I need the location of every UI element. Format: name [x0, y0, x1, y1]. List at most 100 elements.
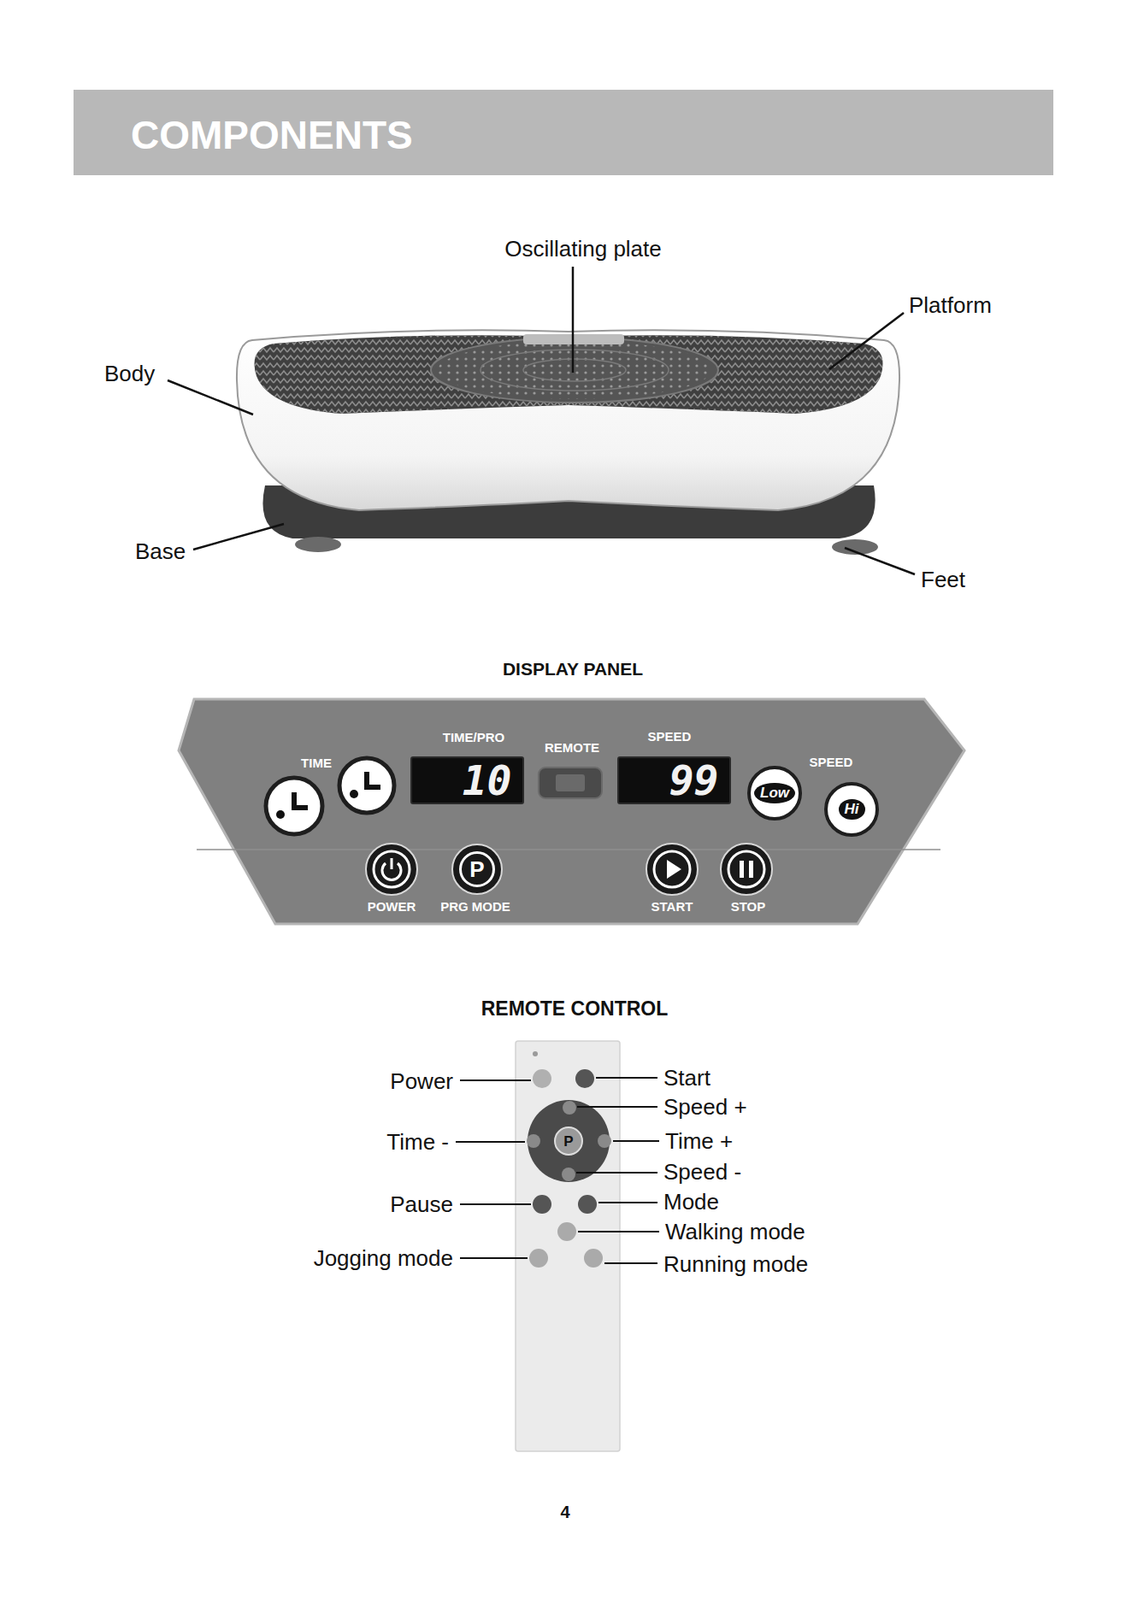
leader-line [595, 1077, 658, 1079]
panel-label: START [651, 900, 694, 915]
panel-button [365, 843, 418, 896]
panel-label: SPEED [809, 755, 854, 771]
button-name: Pause [389, 1192, 454, 1218]
led-display: 10 [410, 756, 525, 805]
panel-button [739, 860, 744, 879]
remote-control [532, 1051, 538, 1057]
leader-line [459, 1079, 531, 1082]
display-panel [196, 849, 941, 851]
vibration-plate [430, 337, 719, 403]
leader-line [571, 266, 575, 373]
button-name: Time - [386, 1130, 449, 1156]
vibration-plate [254, 335, 884, 414]
leader-line [577, 1106, 658, 1109]
panel-label: PRG MODE [440, 900, 511, 915]
page-number: 4 [560, 1503, 570, 1522]
display-panel [178, 699, 965, 925]
leader-line [459, 1257, 528, 1260]
remote-control [529, 1249, 549, 1268]
leader-line [459, 1203, 531, 1206]
vibration-plate [236, 330, 900, 555]
panel-button [728, 851, 765, 888]
part-name: Feet [920, 567, 966, 593]
button-name: Jogging mode [313, 1246, 454, 1272]
button-name: Mode [663, 1190, 720, 1215]
node-text: P [563, 1134, 573, 1150]
part-name: Base [135, 539, 186, 565]
vibration-plate [523, 359, 626, 382]
remote-control [515, 1041, 620, 1452]
mode-button: P [451, 843, 503, 896]
button-name: Speed + [663, 1095, 748, 1121]
leader-line [598, 1202, 658, 1204]
part-name: Platform [908, 293, 992, 319]
panel-button [666, 860, 682, 879]
button-name: Time + [665, 1129, 733, 1155]
remote-control [577, 1195, 597, 1215]
speed-button: Hi [824, 782, 879, 838]
leader-line [844, 548, 915, 575]
panel-button [390, 858, 394, 870]
time-button [349, 790, 359, 799]
panel-button [748, 860, 754, 879]
leader-line [829, 312, 904, 370]
remote-control [597, 1134, 612, 1149]
remote-control [527, 1100, 610, 1183]
part-name: Oscillating plate [504, 236, 662, 262]
node-text: 99 [669, 760, 720, 802]
remote-control [583, 1249, 603, 1268]
panel-button [654, 851, 690, 888]
remote-control [557, 1222, 577, 1242]
section-heading: DISPLAY PANEL [502, 659, 643, 679]
node-text: Low [754, 783, 796, 805]
panel-button [373, 851, 410, 888]
node-text: 10 [462, 760, 513, 802]
header-band [73, 89, 1054, 176]
button-name: Power [389, 1069, 454, 1095]
display-panel [178, 699, 965, 925]
node-text: P [459, 851, 496, 888]
time-button [276, 810, 285, 820]
vibration-plate [437, 341, 712, 400]
remote-control [575, 1069, 595, 1089]
vibration-plate [254, 335, 884, 414]
vibration-plate [480, 349, 669, 391]
leader-line [576, 1172, 658, 1174]
remote-control [562, 1101, 577, 1115]
display-panel [538, 767, 602, 799]
leader-line [455, 1141, 525, 1144]
panel-label: STOP [731, 900, 767, 915]
leader-line [604, 1262, 658, 1265]
remote-control [561, 1167, 576, 1182]
panel-label: REMOTE [544, 741, 600, 756]
display-panel [555, 774, 585, 792]
button-name: Start [663, 1066, 711, 1091]
vibration-plate [236, 330, 900, 511]
button-name: Running mode [663, 1252, 808, 1278]
panel-label: POWER [367, 900, 417, 915]
led-display: 99 [617, 756, 732, 805]
time-button [294, 792, 308, 808]
leader-line [613, 1140, 660, 1143]
node-text: Hi [838, 799, 866, 821]
leader-line [193, 524, 284, 550]
mode-button: P [554, 1126, 584, 1156]
time-button [339, 758, 395, 814]
remote-control [526, 1134, 541, 1149]
remote-control [515, 1041, 620, 1452]
button-name: Speed - [663, 1160, 742, 1186]
leader-line [455, 1078, 660, 1264]
panel-button [720, 843, 773, 896]
button-name: Walking mode [665, 1220, 806, 1245]
part-name: Body [104, 361, 155, 387]
panel-label: TIME [300, 756, 332, 772]
time-button [366, 772, 381, 788]
leader-line [167, 266, 915, 575]
page-title: COMPONENTS [130, 113, 413, 158]
vibration-plate [294, 536, 342, 553]
leader-line [577, 1231, 660, 1233]
panel-button [365, 843, 773, 896]
remote-control [532, 1195, 552, 1215]
panel-button [646, 843, 698, 896]
